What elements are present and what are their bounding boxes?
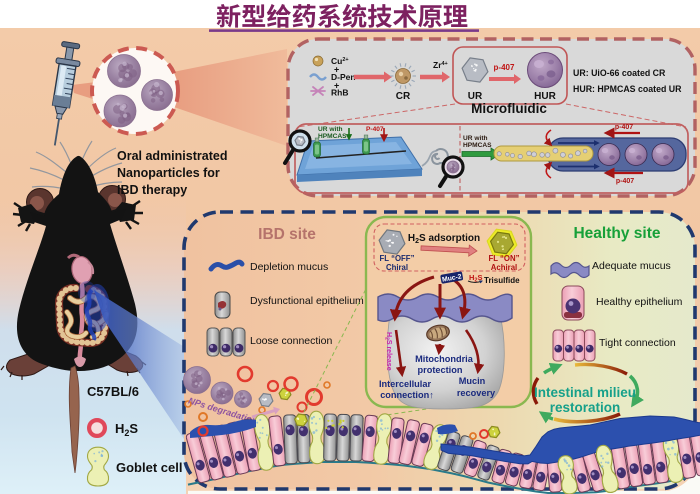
svg-text:Nanoparticles for: Nanoparticles for bbox=[117, 166, 220, 180]
svg-text:Goblet cell: Goblet cell bbox=[116, 460, 182, 475]
svg-text:+: + bbox=[334, 81, 339, 91]
svg-text:Adequate mucus: Adequate mucus bbox=[592, 260, 671, 272]
svg-text:H2S: H2S bbox=[115, 421, 138, 438]
svg-text:Intestinal milieu: Intestinal milieu bbox=[534, 385, 636, 400]
svg-text:UR with: UR with bbox=[318, 126, 343, 133]
svg-text:FL “OFF”: FL “OFF” bbox=[380, 254, 415, 263]
svg-text:Loose connection: Loose connection bbox=[250, 335, 332, 347]
svg-text:protection: protection bbox=[418, 365, 463, 375]
svg-text:C57BL/6: C57BL/6 bbox=[87, 384, 139, 399]
svg-text:HPMCAS: HPMCAS bbox=[463, 142, 492, 149]
svg-text:UR: UR bbox=[468, 91, 483, 102]
svg-text:IBD therapy: IBD therapy bbox=[117, 183, 187, 197]
svg-text:+: + bbox=[334, 65, 339, 75]
svg-text:Depletion mucus: Depletion mucus bbox=[250, 261, 328, 273]
svg-text:RhB: RhB bbox=[331, 88, 348, 98]
svg-text:Dysfunctional epithelium: Dysfunctional epithelium bbox=[250, 295, 364, 307]
svg-text:Oral administrated: Oral administrated bbox=[117, 149, 227, 163]
svg-text:Intercellular: Intercellular bbox=[379, 379, 432, 389]
svg-text:Microfluidic: Microfluidic bbox=[471, 101, 547, 116]
svg-text:p-407: p-407 bbox=[615, 124, 633, 131]
svg-text:Muc-2: Muc-2 bbox=[442, 273, 463, 283]
svg-text:Chiral: Chiral bbox=[386, 263, 408, 272]
svg-text:D-Pen: D-Pen bbox=[331, 72, 356, 82]
svg-text:Trisulfide: Trisulfide bbox=[484, 276, 520, 285]
svg-text:Achiral: Achiral bbox=[491, 263, 517, 272]
svg-text:connection↑: connection↑ bbox=[380, 390, 434, 400]
svg-text:p-407: p-407 bbox=[616, 178, 634, 185]
svg-text:CR: CR bbox=[396, 91, 411, 102]
svg-text:Mucin: Mucin bbox=[459, 376, 486, 386]
svg-text:restoration: restoration bbox=[550, 400, 621, 415]
svg-text:HPMCAS: HPMCAS bbox=[318, 133, 347, 140]
svg-text:recovery: recovery bbox=[457, 388, 496, 398]
svg-text:IBD site: IBD site bbox=[258, 226, 316, 243]
svg-text:Zr4+: Zr4+ bbox=[433, 60, 448, 70]
svg-text:H2S adsorption: H2S adsorption bbox=[408, 233, 480, 245]
svg-text:UR: UiO-66 coated CR: UR: UiO-66 coated CR bbox=[573, 68, 666, 78]
svg-text:H2S: H2S bbox=[469, 273, 483, 284]
svg-text:Mitochondria: Mitochondria bbox=[415, 354, 474, 364]
svg-text:HUR: HPMCAS coated UR: HUR: HPMCAS coated UR bbox=[573, 84, 682, 94]
svg-text:FL “ON”: FL “ON” bbox=[488, 254, 519, 263]
svg-text:Healthy epithelium: Healthy epithelium bbox=[596, 296, 683, 308]
svg-text:H2S release: H2S release bbox=[384, 332, 393, 371]
svg-text:UR with: UR with bbox=[463, 135, 488, 142]
svg-text:P-407: P-407 bbox=[366, 126, 384, 133]
svg-text:HUR: HUR bbox=[534, 91, 556, 102]
svg-text:Tight connection: Tight connection bbox=[599, 337, 676, 349]
svg-text:Healthy site: Healthy site bbox=[573, 225, 660, 242]
svg-text:Cu2+: Cu2+ bbox=[331, 56, 349, 66]
svg-text:p-407: p-407 bbox=[494, 63, 515, 72]
